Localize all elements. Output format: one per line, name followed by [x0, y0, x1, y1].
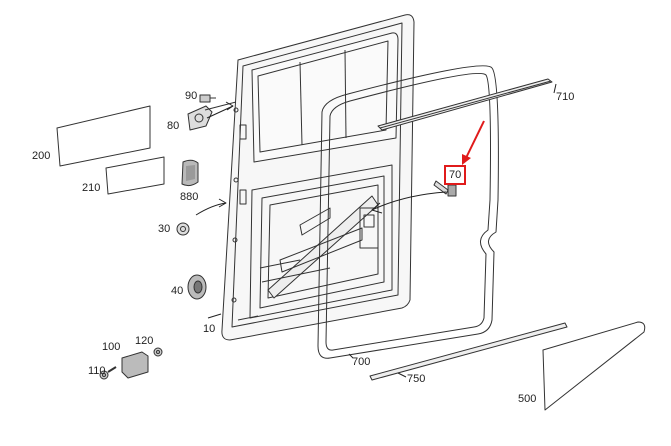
sill-strip-750	[369, 322, 568, 381]
callout-200: 200	[32, 150, 51, 162]
bolt-90	[199, 94, 216, 103]
callout-500: 500	[518, 393, 537, 405]
callout-120: 120	[135, 335, 154, 347]
red-pointer-arrow	[462, 120, 485, 165]
washer-30	[176, 222, 190, 236]
highlight-box-70	[444, 165, 466, 185]
callout-40: 40	[171, 285, 184, 297]
window-strip-710	[377, 78, 553, 131]
panel-210	[105, 156, 165, 195]
callout-80: 80	[167, 120, 180, 132]
callout-750: 750	[407, 373, 426, 385]
callout-30: 30	[158, 223, 171, 235]
bracket-100	[121, 351, 149, 379]
callout-110: 110	[88, 365, 106, 377]
screw-110	[99, 366, 117, 380]
callout-210: 210	[82, 182, 101, 194]
grommet-40	[187, 274, 207, 300]
callout-880: 880	[180, 191, 199, 203]
callout-90: 90	[185, 90, 198, 102]
glass-pane-500	[542, 321, 646, 411]
callout-700: 700	[352, 356, 371, 368]
callout-100: 100	[102, 341, 121, 353]
door-seal-700	[317, 65, 499, 359]
callout-710: 710	[556, 91, 575, 103]
washer-120	[153, 347, 163, 357]
door-panel	[221, 14, 415, 341]
callout-10: 10	[203, 323, 216, 335]
hinge-80	[187, 101, 237, 131]
leader-lines	[195, 83, 557, 378]
callout-70: 70	[449, 169, 462, 181]
cover-880	[181, 159, 199, 187]
pin-70	[433, 180, 457, 197]
panel-200	[56, 105, 151, 167]
